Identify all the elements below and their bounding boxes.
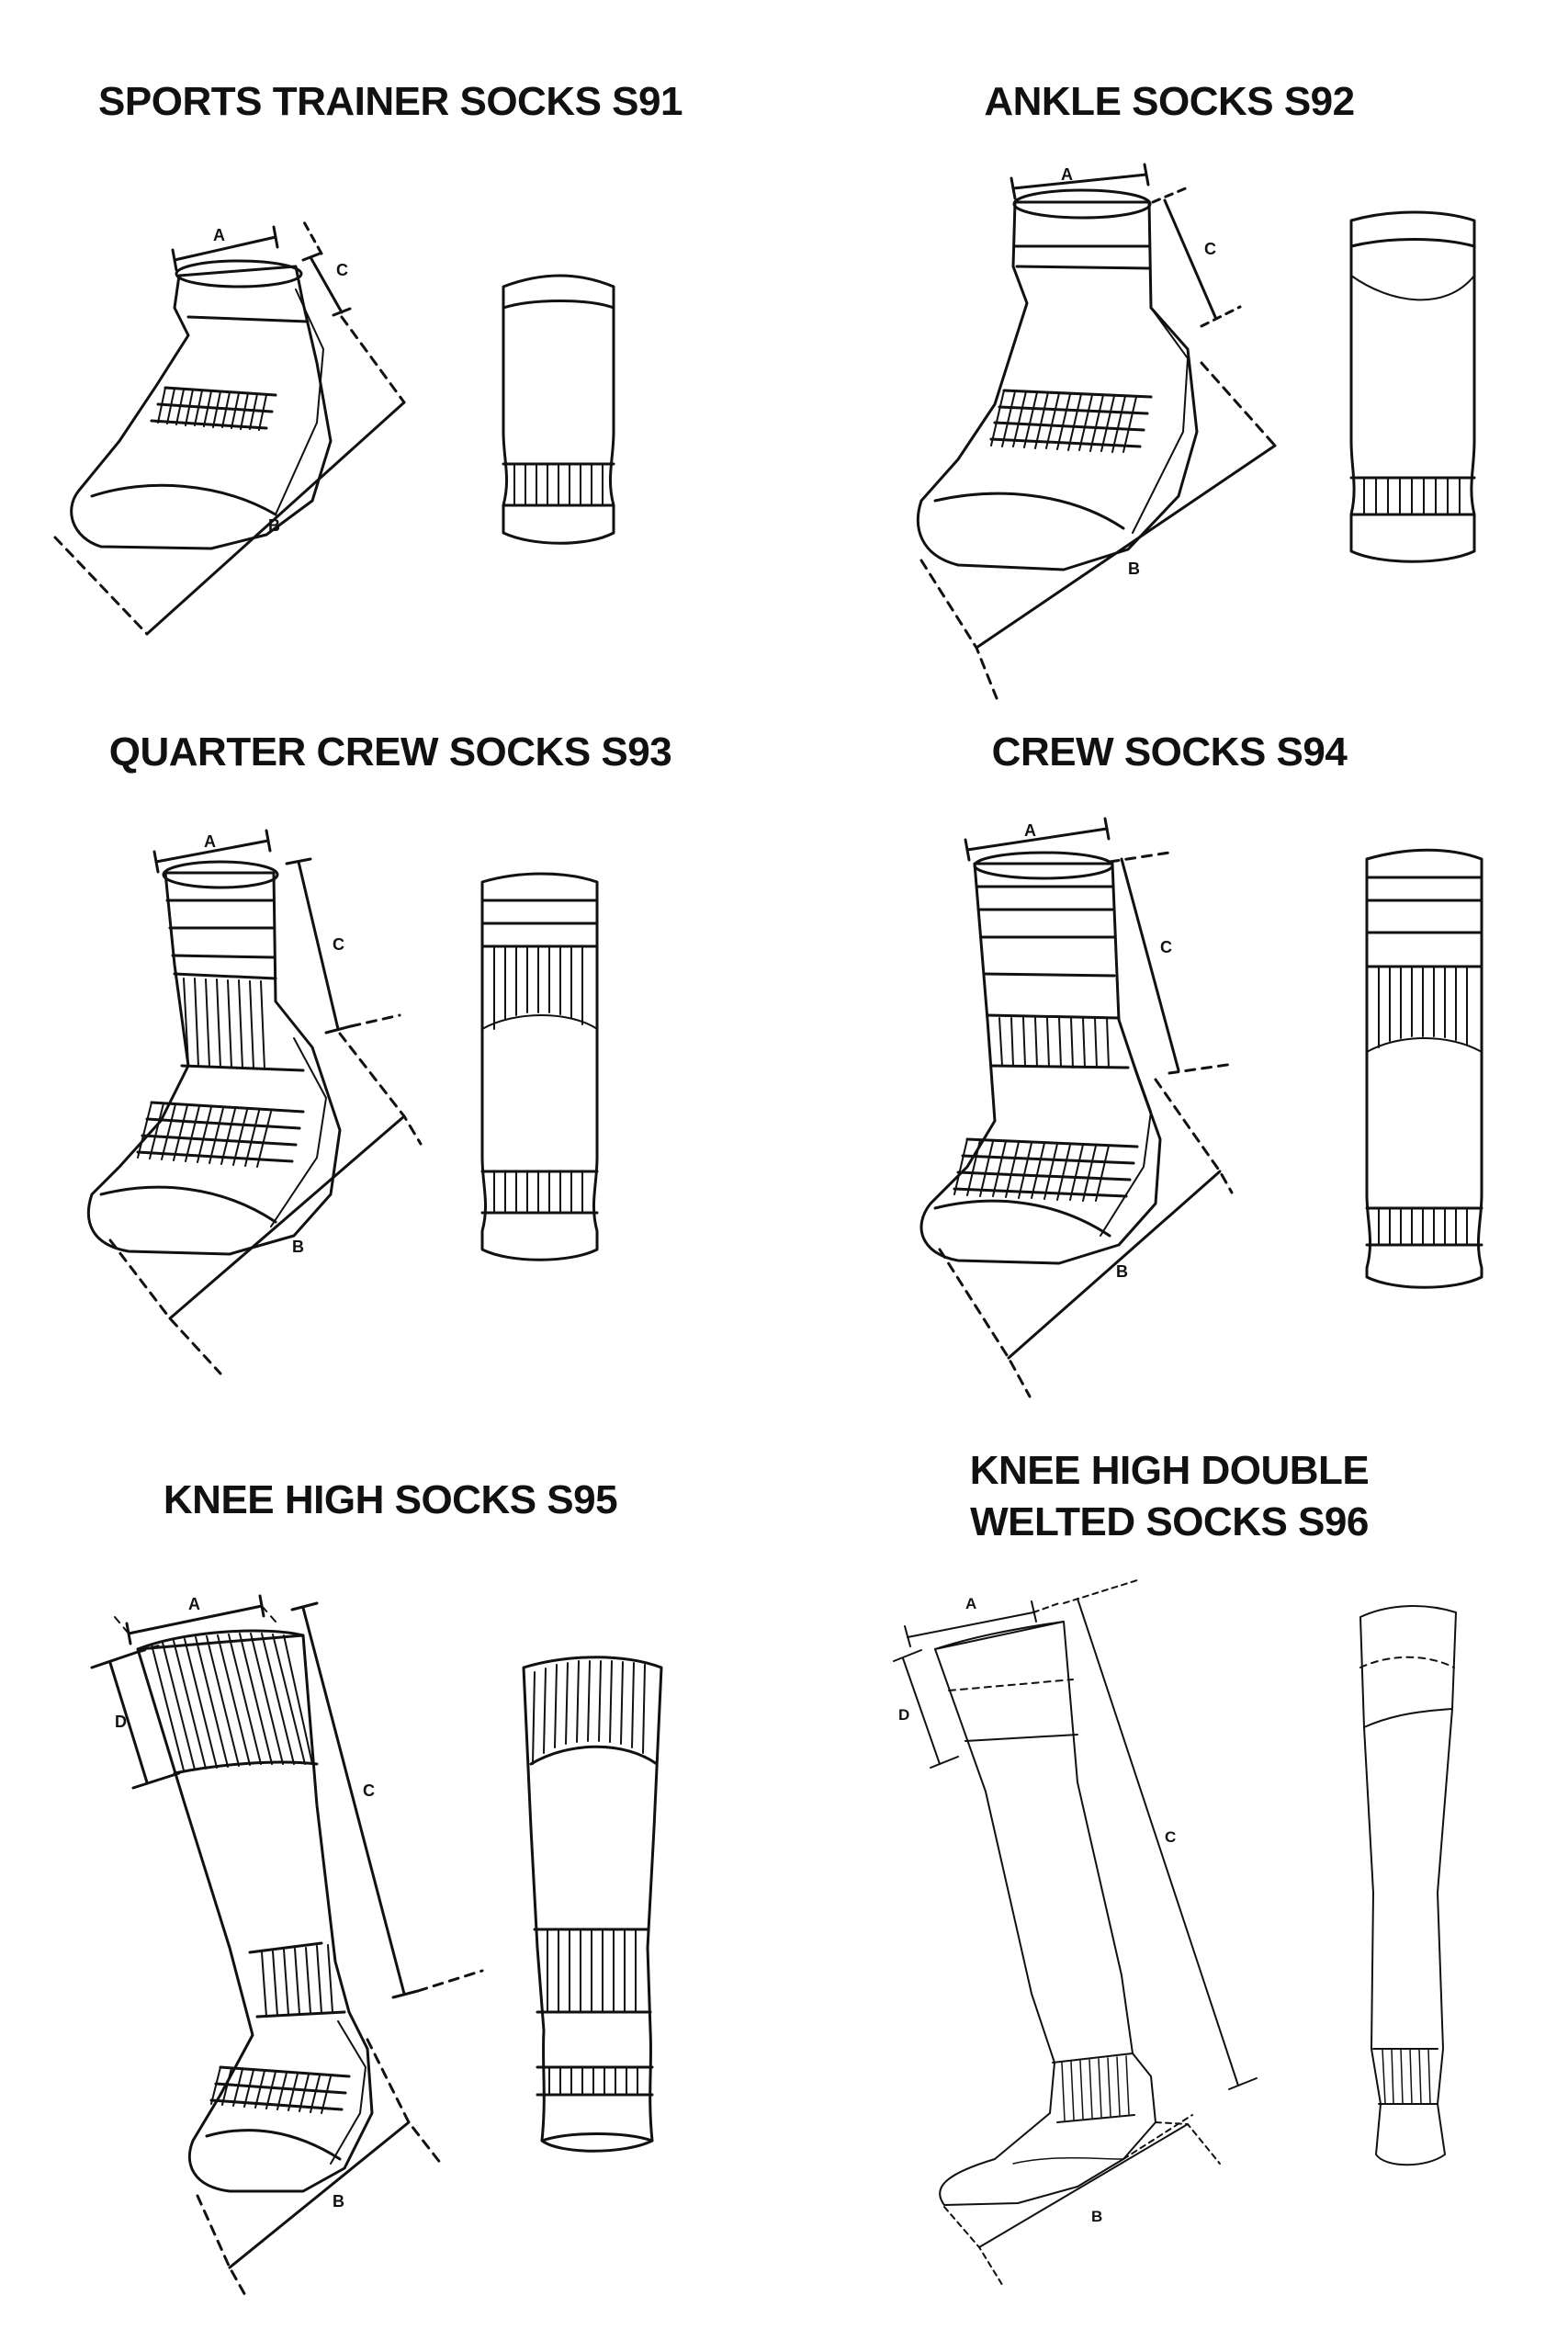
dimension-d-label: D (115, 1713, 127, 1731)
sock-back-ribbed-band (1363, 477, 1461, 515)
sock-back-view (1359, 1605, 1457, 2166)
sock-side-view (934, 1621, 1156, 2206)
panel-s95: KNEE HIGH SOCKS S95 A D (0, 1461, 784, 2352)
dimension-b-label: B (1116, 1262, 1128, 1281)
dimension-a: A (904, 1595, 1060, 1647)
dimension-a-label: A (1024, 821, 1036, 840)
dimension-d-label: D (898, 1706, 909, 1724)
dimension-a: A (1010, 163, 1150, 200)
dimension-a-label: A (213, 226, 225, 244)
sock-back-ribbed-band (532, 1660, 646, 2096)
sock-ribbed-band (1061, 2055, 1130, 2121)
dimension-b-label: B (268, 516, 280, 535)
dimension-a-label: A (188, 1595, 200, 1613)
sock-back-ribbed-band (513, 463, 604, 506)
dimension-b: B (943, 2114, 1221, 2289)
panel-title-line-2: WELTED SOCKS S96 (970, 1499, 1369, 1544)
dimension-b: B (938, 1078, 1234, 1398)
sock-ribbed-band (210, 1944, 333, 2114)
dimension-c-label: C (1160, 938, 1172, 956)
dimension-b-label: B (1128, 560, 1140, 578)
panel-title: SPORTS TRAINER SOCKS S91 (98, 79, 682, 124)
panel-s93: QUARTER CREW SOCKS S93 A C (0, 726, 784, 1461)
sock-welt-band (151, 1633, 313, 1771)
dimension-a-label: A (1061, 165, 1073, 184)
dimension-c-label: C (336, 261, 348, 279)
dimension-a: A (152, 829, 272, 874)
dimension-c: C (1151, 186, 1242, 328)
panel-s96: KNEE HIGH DOUBLE WELTED SOCKS S96 A D (784, 1448, 1568, 2352)
dimension-c-label: C (333, 935, 344, 954)
panel-title-line-1: KNEE HIGH DOUBLE (969, 1448, 1370, 1493)
panel-s91: SPORTS TRAINER SOCKS S91 A C (0, 0, 784, 726)
sock-diagram-s92: A C B (916, 163, 1476, 700)
dimension-c: C (1063, 1579, 1258, 2090)
panel-s92: ANKLE SOCKS S92 A C B (784, 0, 1568, 726)
panel-title: CREW SOCKS S94 (991, 729, 1348, 775)
sock-back-ribbed-band (1378, 966, 1468, 1246)
dimension-b: B (196, 2038, 443, 2299)
sock-diagram-s93: A C B (86, 829, 599, 1375)
dimension-c: C (301, 219, 352, 317)
sock-back-ribbed-band (493, 945, 583, 1214)
sock-back-view (480, 872, 599, 1261)
panel-title: ANKLE SOCKS S92 (984, 79, 1355, 124)
dimension-b: B (919, 361, 1277, 700)
dimension-c-label: C (1165, 1828, 1176, 1846)
dimension-c: C (285, 857, 401, 1035)
sock-diagram-s91: A C B (53, 219, 615, 636)
sock-ribbed-band (953, 1017, 1110, 1202)
panel-s94: CREW SOCKS S94 A C B (784, 726, 1568, 1461)
sock-side-view (919, 851, 1162, 1265)
sock-side-view (86, 860, 342, 1256)
dimension-d: D (893, 1649, 959, 1769)
dimension-a: A (964, 817, 1111, 862)
sock-side-view (916, 188, 1199, 571)
sock-back-view (1365, 848, 1483, 1289)
sock-diagram-s95: A D C B (90, 1594, 663, 2299)
dimension-b-label: B (333, 2192, 344, 2211)
sock-diagram-s96: A D C B (893, 1579, 1457, 2289)
dimension-c-label: C (1204, 240, 1216, 258)
dimension-b: B (108, 1032, 423, 1375)
panel-title: KNEE HIGH SOCKS S95 (163, 1477, 618, 1522)
sock-ribbed-band (137, 978, 272, 1168)
sock-ribbed-band (157, 387, 267, 431)
dimension-a-label: A (965, 1595, 976, 1612)
dimension-c-label: C (363, 1781, 375, 1800)
sock-side-view (70, 259, 333, 550)
dimension-a: A (171, 225, 279, 272)
sock-diagram-s94: A C B (919, 817, 1483, 1398)
dimension-b-label: B (1091, 2208, 1102, 2225)
dimension-a: A (114, 1594, 276, 1645)
dimension-c: C (1108, 851, 1235, 1075)
dimension-b: B (53, 315, 406, 636)
dimension-d: D (90, 1643, 181, 1790)
dimension-a-label: A (204, 832, 216, 851)
dimension-c: C (290, 1601, 484, 1999)
dimension-b-label: B (292, 1238, 304, 1256)
sock-side-view (136, 1629, 374, 2193)
panel-title: QUARTER CREW SOCKS S93 (108, 729, 672, 775)
sock-back-ribbed-band (1382, 2048, 1431, 2105)
sock-ribbed-band (990, 390, 1137, 453)
